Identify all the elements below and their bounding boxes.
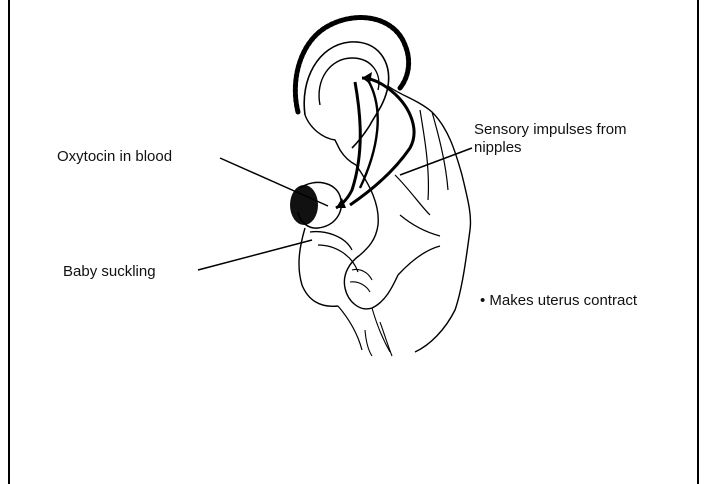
oxytocin-pathway [336, 82, 360, 208]
mother-hair [295, 18, 408, 112]
clothing-fold-4 [400, 215, 440, 236]
oxytocin-leader [220, 158, 328, 206]
skirt-fold-2 [380, 322, 392, 356]
label-sensory-line1: Sensory impulses from [474, 121, 627, 139]
mother-shoulder [388, 86, 471, 230]
clothing-fold-1 [420, 110, 428, 200]
mother-back [415, 230, 470, 352]
label-baby-suckling: Baby suckling [63, 263, 156, 281]
finger-1 [352, 269, 372, 280]
mother-lap [338, 306, 362, 350]
clothing-fold-3 [395, 175, 430, 215]
mother-arm [356, 165, 378, 255]
mother-face [305, 115, 356, 165]
skirt-fold-1 [372, 308, 390, 352]
forearm [398, 246, 440, 275]
baby-body [299, 228, 338, 306]
label-oxytocin: Oxytocin in blood [57, 148, 172, 166]
label-sensory-line2: nipples [474, 139, 627, 157]
skirt-fold-3 [365, 330, 372, 356]
suckling-leader [198, 240, 312, 270]
pathway-2 [360, 80, 378, 188]
label-sensory-impulses: Sensory impulses from nipples [474, 121, 627, 157]
finger-2 [350, 282, 370, 292]
label-uterus-contract: • Makes uterus contract [480, 292, 637, 310]
clothing-fold-2 [432, 112, 448, 190]
